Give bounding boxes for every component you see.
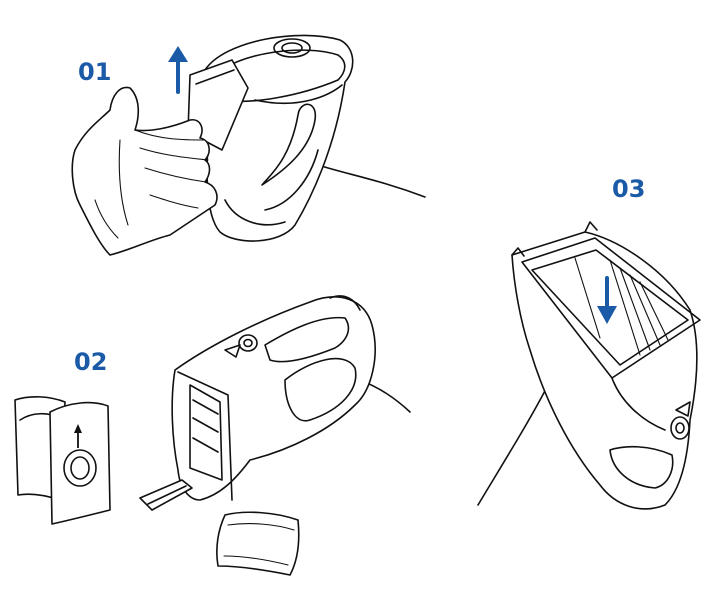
hand-icon — [71, 86, 218, 256]
down-arrow-icon — [597, 276, 617, 324]
vacuum-body-icon — [139, 295, 376, 511]
bag-arrow-icon — [74, 424, 82, 448]
power-cord-03 — [477, 384, 549, 506]
vacuum-body-icon — [511, 221, 701, 510]
step-label-01: 01 — [78, 58, 111, 86]
vacuum-body-icon — [187, 34, 354, 242]
filter-pad-icon — [216, 511, 300, 576]
step-label-02: 02 — [74, 348, 107, 376]
filter-bag-icon — [14, 396, 111, 525]
up-arrow-icon — [168, 46, 188, 94]
step-label-03: 03 — [612, 175, 645, 203]
power-cord-01 — [317, 164, 426, 198]
